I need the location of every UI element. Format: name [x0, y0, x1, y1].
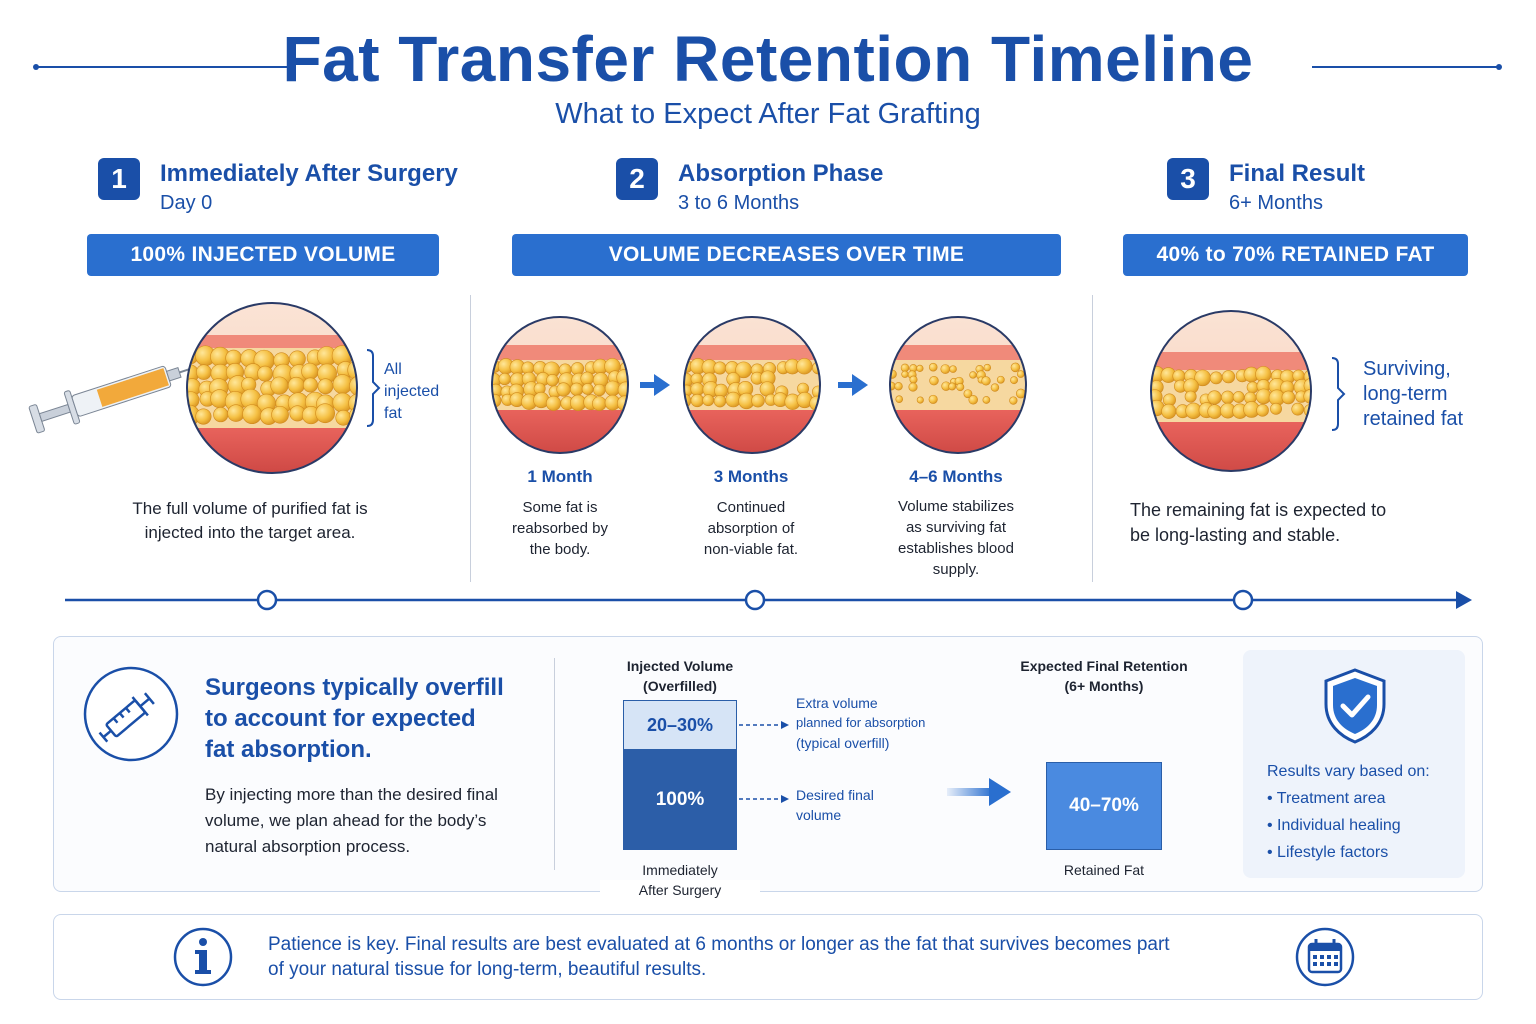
tissue-circle-stage-2 — [683, 316, 821, 454]
fat-globules — [684, 358, 820, 411]
title-line-dot-right — [1496, 64, 1502, 70]
chart-segment-desired: 100% — [623, 750, 737, 850]
step-2-illustration — [491, 316, 1027, 454]
step-3-number: 3 — [1167, 158, 1209, 200]
chart-segment-retained: 40–70% — [1046, 762, 1162, 850]
calendar-icon — [1295, 927, 1355, 987]
tissue-circle-injected — [186, 302, 358, 474]
tissue-circle-stage-1 — [491, 316, 629, 454]
overfill-heading: Surgeons typically overfill to account f… — [205, 674, 504, 763]
fat-globules — [890, 362, 1026, 405]
title-line-left — [36, 66, 294, 68]
step-3-title: Final Result — [1229, 160, 1366, 187]
timeline-marker — [1232, 589, 1254, 611]
step-2-title: Absorption Phase — [678, 160, 884, 187]
step-3-illustration — [1150, 310, 1346, 472]
brace-icon — [1331, 357, 1346, 431]
step-3-callout: Surviving, long-term retained fat — [1363, 358, 1464, 430]
chart-annotation-overfill: Extra volume planned for absorption (typ… — [796, 695, 926, 751]
step-1-subtitle: Day 0 — [160, 192, 213, 214]
timeline — [65, 589, 1472, 611]
chart-bar-2-title: Expected Final Retention (6+ Months) — [1020, 658, 1188, 694]
stage-3-label: 4–6 Months — [909, 467, 1003, 486]
factors-list: • Treatment area • Individual healing • … — [1267, 790, 1401, 861]
tissue-circle-retained — [1150, 310, 1312, 472]
title-line-right — [1312, 66, 1498, 68]
chart-bar-1-caption: Immediately After Surgery — [638, 862, 722, 898]
info-icon — [173, 927, 233, 987]
timeline-marker — [256, 589, 278, 611]
step-1-number: 1 — [98, 158, 140, 200]
shield-check-icon — [1324, 668, 1386, 744]
banner-retained-fat: 40% to 70% RETAINED FAT — [1123, 234, 1468, 276]
step-1-title: Immediately After Surgery — [160, 160, 458, 187]
timeline-marker — [744, 589, 766, 611]
chart-annotation-desired: Desired final volume — [796, 787, 874, 823]
stage-1-label: 1 Month — [527, 467, 593, 486]
tissue-circle-stage-3 — [889, 316, 1027, 454]
column-divider — [1092, 295, 1093, 582]
step-1-callout: All injected fat — [384, 361, 440, 422]
chart-bar-1-title: Injected Volume (Overfilled) — [626, 658, 734, 694]
step-2-number: 2 — [616, 158, 658, 200]
overfill-body: By injecting more than the desired final… — [205, 785, 498, 856]
fat-globules — [1151, 366, 1311, 419]
page-title: Fat Transfer Retention Timeline — [282, 23, 1254, 95]
chart-bar-2-caption: Retained Fat — [1063, 862, 1145, 878]
factors-heading: Results vary based on: — [1267, 763, 1430, 780]
step-1-illustration — [28, 302, 381, 474]
step-1-description: The full volume of purified fat is injec… — [132, 499, 368, 542]
panel-divider — [554, 658, 555, 870]
page-subtitle: What to Expect After Fat Grafting — [555, 98, 981, 130]
note-text: Patience is key. Final results are best … — [268, 934, 1170, 980]
stage-2-label: 3 Months — [713, 467, 789, 486]
syringe-icon — [83, 666, 179, 762]
brace-icon — [366, 349, 381, 427]
step-3-description: The remaining fat is expected to be long… — [1130, 500, 1387, 545]
arrow-right-icon — [640, 374, 670, 396]
arrow-right-icon — [947, 778, 1011, 806]
step-2-subtitle: 3 to 6 Months — [678, 192, 800, 214]
column-divider — [470, 295, 471, 582]
stage-2-description: Continued absorption of non-viable fat. — [703, 499, 799, 558]
stage-1-description: Some fat is reabsorbed by the body. — [512, 499, 608, 558]
panel-gap — [600, 880, 760, 900]
note-bar — [53, 914, 1483, 1000]
stage-3-description: Volume stabilizes as surviving fat estab… — [898, 498, 1014, 578]
chart-segment-overfill: 20–30% — [623, 700, 737, 750]
syringe-icon — [28, 365, 197, 434]
step-3-subtitle: 6+ Months — [1229, 192, 1323, 214]
chart-annotation-lines — [739, 721, 789, 803]
fat-globules — [492, 358, 628, 411]
banner-injected-volume: 100% INJECTED VOLUME — [87, 234, 439, 276]
fat-globules — [187, 345, 357, 427]
banner-volume-decreases: VOLUME DECREASES OVER TIME — [512, 234, 1061, 276]
timeline-arrow-icon — [1456, 591, 1472, 609]
arrow-right-icon — [838, 374, 868, 396]
